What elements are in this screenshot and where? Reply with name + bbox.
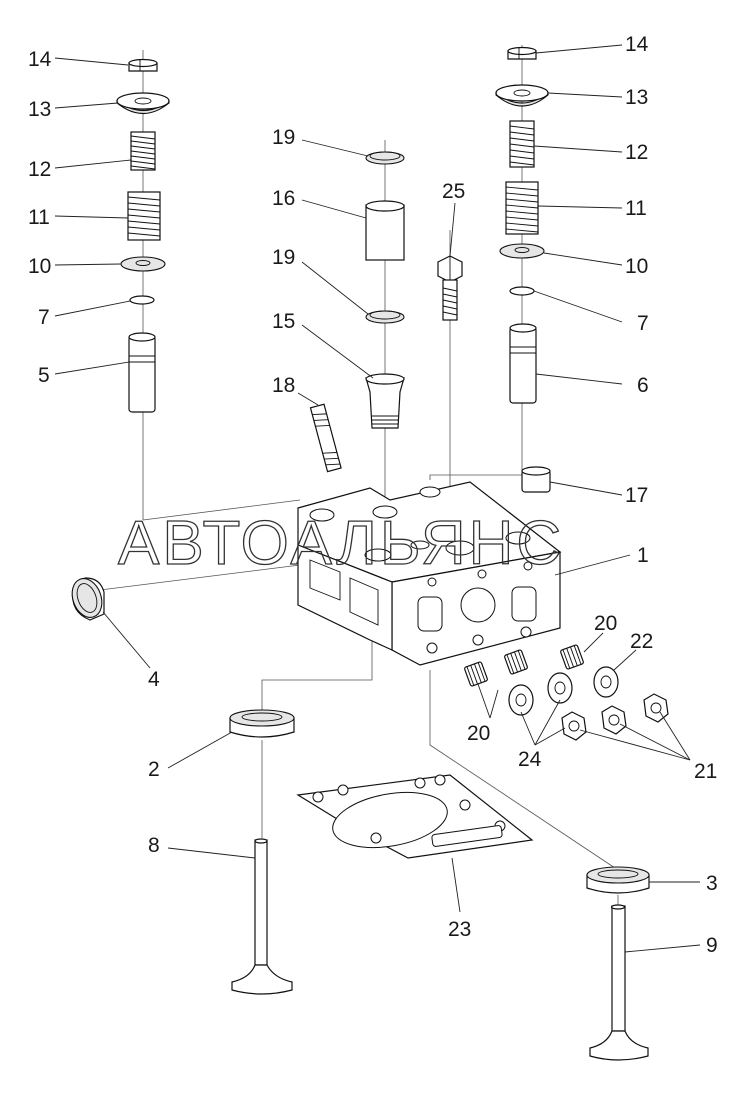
outer-spring-left: [127, 191, 161, 241]
ring-19-lower: [365, 310, 405, 324]
callout-5: 5: [38, 364, 50, 387]
callout-8: 8: [148, 834, 160, 857]
stem-seal-right: [509, 286, 535, 296]
callout-14-right: 14: [625, 33, 649, 56]
callout-14-left: 14: [28, 48, 52, 71]
callout-23: 23: [448, 918, 471, 941]
cup-seal-4: [71, 577, 105, 621]
valve-9: [589, 904, 649, 1061]
callout-19-lower: 19: [272, 246, 295, 269]
valve-seat-3: [586, 866, 650, 894]
callout-2: 2: [148, 758, 160, 781]
callout-7-left: 7: [38, 306, 50, 329]
callout-13-right: 13: [625, 86, 648, 109]
callout-18: 18: [272, 374, 295, 397]
valve-collet-left: [128, 58, 158, 72]
bolt-25: [437, 255, 463, 321]
callout-20-lower: 20: [467, 722, 490, 745]
callout-4: 4: [148, 668, 160, 691]
spring-washer-right: [499, 243, 545, 259]
right-valve-stack: [495, 46, 551, 493]
washers-and-nuts: [508, 666, 669, 741]
callout-6: 6: [637, 374, 649, 397]
callout-17: 17: [625, 484, 648, 507]
callout-24: 24: [518, 748, 542, 771]
center-stack: [309, 151, 463, 473]
callout-12-left: 12: [28, 158, 51, 181]
spring-retainer-right: [495, 84, 549, 107]
valve-guide-right: [509, 323, 537, 404]
callout-19-upper: 19: [272, 126, 295, 149]
leader-lines: [54, 44, 701, 953]
callout-16: 16: [272, 187, 295, 210]
callout-13-left: 13: [28, 98, 51, 121]
head-gasket-23: [296, 774, 534, 859]
watermark-text: АВТОАЛЬЯНС: [118, 509, 564, 578]
callout-11-left: 11: [28, 206, 50, 229]
outer-spring-right: [505, 181, 539, 235]
sleeve-16: [365, 200, 405, 261]
valve-seat-2: [229, 709, 295, 738]
inner-spring-right: [509, 120, 535, 168]
callout-9: 9: [706, 934, 718, 957]
callout-3: 3: [706, 872, 718, 895]
callout-10-left: 10: [28, 255, 51, 278]
callout-12-right: 12: [625, 141, 648, 164]
studs-20: [464, 644, 584, 687]
inner-spring-left: [130, 131, 156, 171]
nozzle-sleeve-15: [365, 373, 405, 429]
callout-15: 15: [272, 310, 295, 333]
valve-8: [231, 838, 293, 995]
callout-11-right: 11: [625, 197, 647, 220]
spring-washer-left: [120, 256, 166, 272]
callout-22: 22: [630, 630, 653, 653]
left-valve-stack: [116, 58, 170, 413]
callout-10-right: 10: [625, 255, 648, 278]
callout-labels: 14 13 12 11 10 7 5 19 16 19 15 18 25 14 …: [28, 33, 718, 957]
ring-19-upper: [365, 151, 405, 165]
cap-17: [521, 466, 551, 493]
valve-collet-right: [507, 46, 537, 60]
stud-18: [309, 403, 342, 473]
stem-seal-left: [129, 295, 155, 305]
cylinder-head: [297, 481, 562, 666]
callout-20-upper: 20: [594, 612, 617, 635]
callout-1: 1: [637, 544, 649, 567]
valve-guide-left: [128, 332, 156, 413]
spring-retainer-left: [116, 92, 170, 115]
callout-25: 25: [442, 180, 465, 203]
callout-7-right: 7: [637, 312, 649, 335]
callout-21: 21: [694, 760, 717, 783]
